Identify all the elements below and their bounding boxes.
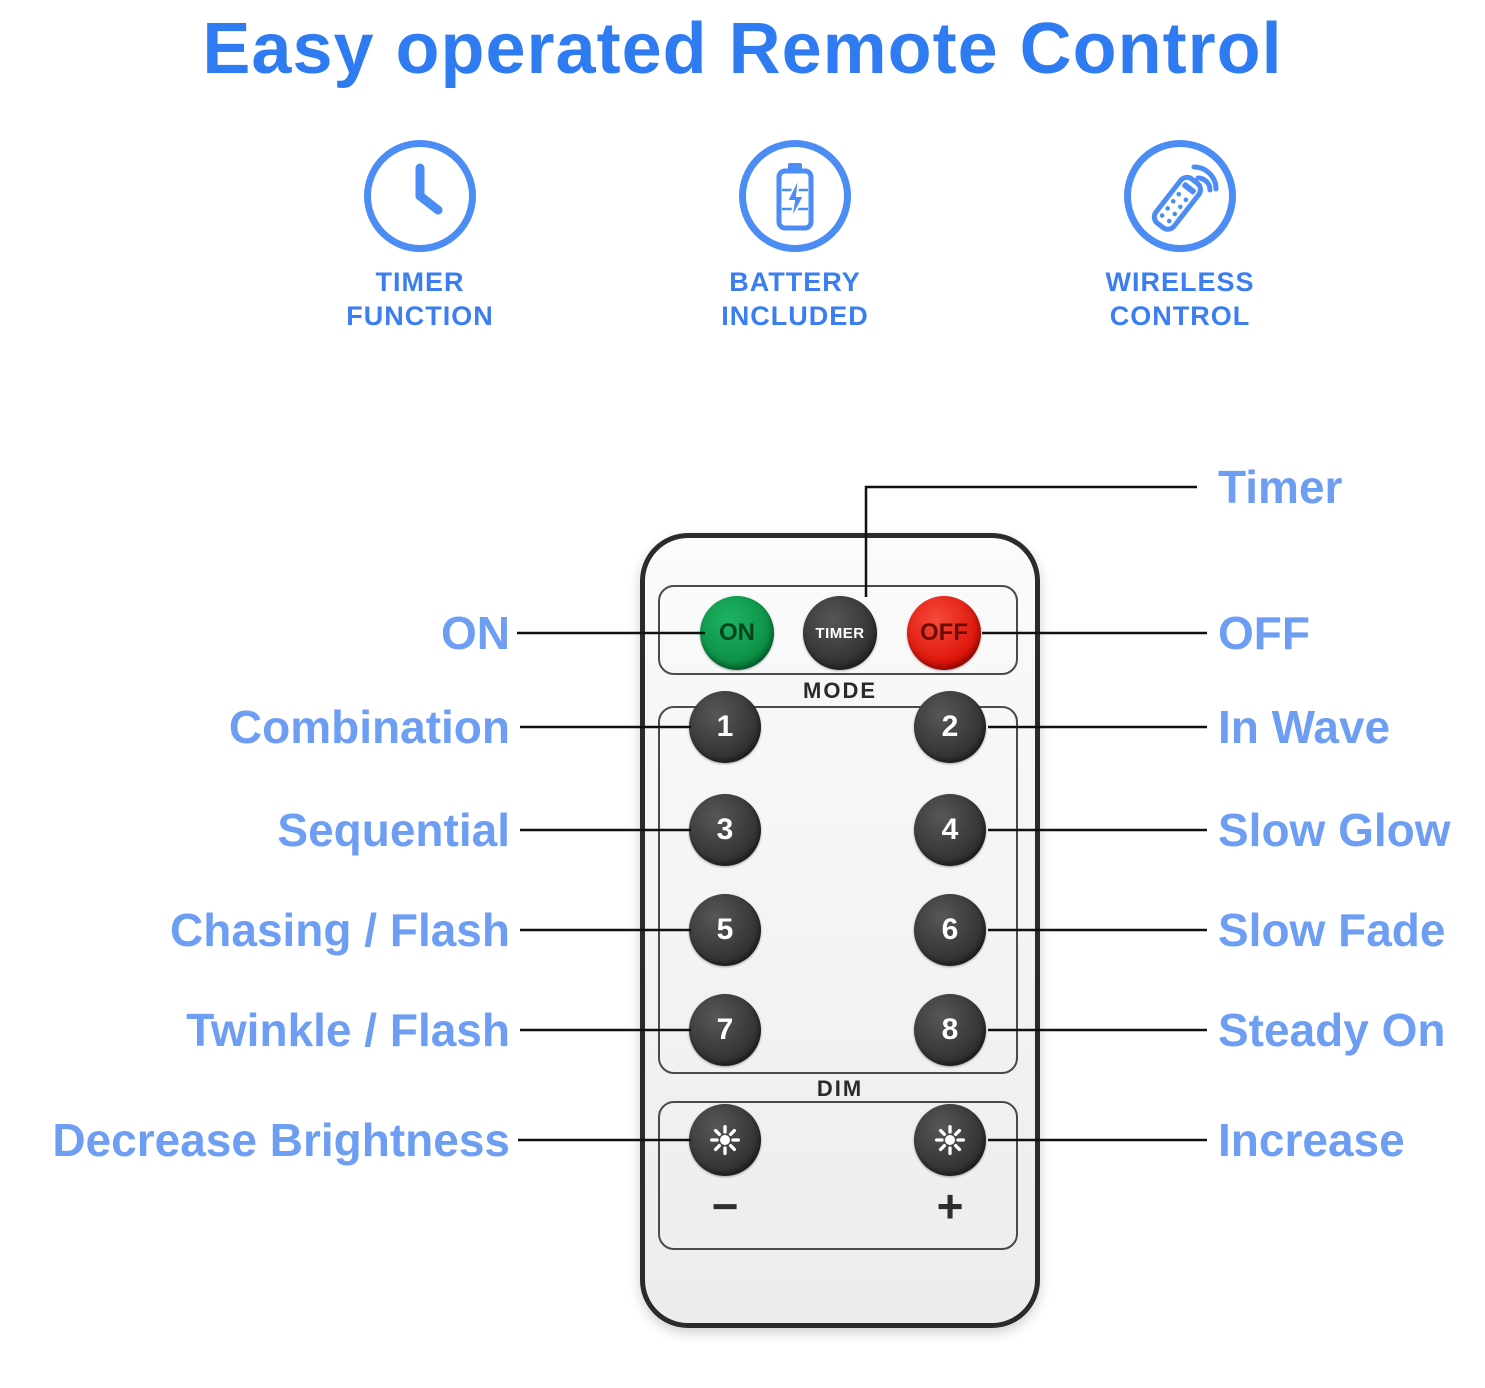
mode-button-8: 8 [914,994,986,1066]
mode-button-2: 2 [914,691,986,763]
mode-button-4: 4 [914,794,986,866]
mode-section-outline [658,706,1018,1074]
dim-decrease-button [689,1104,761,1176]
annotation-off: OFF [1218,607,1310,659]
annotation-decrease-brightness: Decrease Brightness [52,1114,510,1166]
mode-button-1: 1 [689,691,761,763]
feature-battery-included: BATTERY INCLUDED [645,140,945,334]
mode-section-label: MODE [803,678,877,703]
feature-label-line1: TIMER [375,267,465,297]
annotation-combination: Combination [228,701,510,753]
power-section-outline [658,585,1018,675]
annotation-steady-on: Steady On [1218,1004,1446,1056]
off-button: OFF [907,596,981,670]
annotation-twinkle-flash: Twinkle / Flash [186,1004,510,1056]
clock-icon [364,140,476,252]
annotation-slow-glow: Slow Glow [1218,804,1451,856]
timer-button: TIMER [803,596,877,670]
feature-label-line1: BATTERY [729,267,861,297]
feature-label-line1: WIRELESS [1105,267,1255,297]
annotation-increase: Increase [1218,1114,1405,1166]
mode-button-5: 5 [689,894,761,966]
feature-timer-function: TIMER FUNCTION [270,140,570,334]
annotation-timer: Timer [1218,461,1343,513]
feature-label-timer: TIMER FUNCTION [270,266,570,334]
on-button: ON [700,596,774,670]
dim-section-label: DIM [816,1076,864,1101]
mode-button-3: 3 [689,794,761,866]
feature-label-battery: BATTERY INCLUDED [645,266,945,334]
feature-wireless-control: WIRELESS CONTROL [1030,140,1330,334]
dim-increase-button [914,1104,986,1176]
wireless-remote-icon [1124,140,1236,252]
remote-control: ON TIMER OFF MODE 1 2 3 4 5 6 7 8 DIM [640,533,1040,1328]
page-title: Easy operated Remote Control [202,9,1283,89]
dim-section-outline [658,1101,1018,1250]
battery-icon [739,140,851,252]
brightness-icon [710,1125,740,1155]
feature-label-line2: CONTROL [1109,300,1251,331]
annotation-on: ON [441,607,510,659]
brightness-icon [935,1125,965,1155]
annotation-chasing-flash: Chasing / Flash [170,904,510,956]
annotation-in-wave: In Wave [1218,701,1391,753]
annotation-slow-fade: Slow Fade [1218,904,1446,956]
feature-label-wireless: WIRELESS CONTROL [1030,266,1330,334]
feature-label-line2: INCLUDED [721,300,869,331]
annotation-sequential: Sequential [277,804,510,856]
feature-label-line2: FUNCTION [346,300,494,331]
mode-button-6: 6 [914,894,986,966]
plus-sign: + [936,1180,964,1232]
minus-sign: − [711,1180,739,1232]
mode-button-7: 7 [689,994,761,1066]
